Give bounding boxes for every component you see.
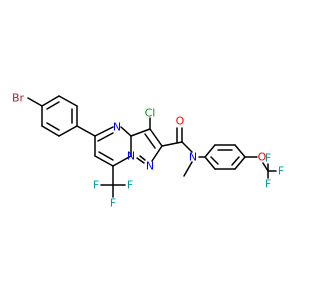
atom-label-f-cf3-right: F <box>127 179 133 192</box>
bond <box>98 151 114 161</box>
bond <box>27 97 43 107</box>
atom-label-f-cf3-bottom: F <box>110 197 116 210</box>
bond <box>58 95 78 107</box>
atom-label-f-cf3-left: F <box>93 179 99 192</box>
atom-label-n-amide: N <box>189 151 197 164</box>
bond <box>161 141 183 147</box>
atom-label-n-ring-bridge: N <box>127 150 135 163</box>
atom-label-f-ocf3-top: F <box>265 152 271 165</box>
bond <box>94 155 114 167</box>
atom-label-o-carbonyl: O <box>176 115 185 128</box>
bond <box>262 162 269 172</box>
bond <box>149 128 163 147</box>
bond <box>112 155 132 167</box>
bond <box>46 122 60 131</box>
atom-label-f-ocf3-right: F <box>278 165 284 178</box>
bond <box>231 156 240 166</box>
bond <box>204 156 216 170</box>
atom-label-o-ether: O <box>258 151 267 164</box>
bond <box>204 144 216 158</box>
atom-labels: Br N Cl N N O N O F F F F F F <box>12 92 284 210</box>
bond <box>136 157 145 164</box>
bond <box>130 128 151 137</box>
bond <box>41 95 60 107</box>
bond <box>234 156 246 170</box>
bond <box>181 141 193 153</box>
bond <box>139 155 146 161</box>
bond <box>41 125 60 137</box>
atom-label-n-ring-top: N <box>113 121 121 134</box>
bond <box>234 144 246 158</box>
bond <box>94 126 114 137</box>
atom-label-cl: Cl <box>145 107 156 120</box>
bond <box>151 145 163 162</box>
bond <box>144 133 156 149</box>
bond <box>97 132 114 142</box>
bond <box>120 126 132 137</box>
bond <box>210 156 219 165</box>
bond <box>46 101 60 110</box>
molecule-structure: Br N Cl N N O N O F F F F F F <box>12 92 284 210</box>
atom-label-f-ocf3-bottom: F <box>265 178 271 191</box>
atom-label-n-ring-five: N <box>146 160 154 173</box>
bond <box>183 161 193 177</box>
bond <box>58 125 78 137</box>
bonds <box>27 95 277 198</box>
atom-label-br: Br <box>12 92 25 105</box>
bond <box>76 125 96 137</box>
